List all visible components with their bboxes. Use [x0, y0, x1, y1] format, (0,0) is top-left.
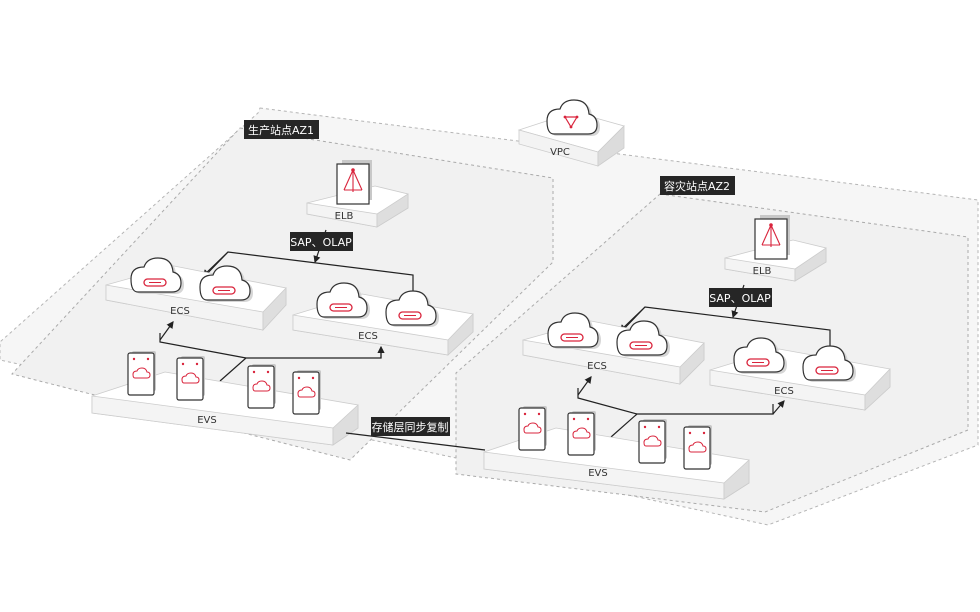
az2-evs-node[interactable]: EVS — [483, 405, 750, 500]
az1-protocol-tag: SAP、OLAP — [290, 232, 353, 251]
az1-ecs-left-node[interactable]: ECS — [105, 257, 287, 332]
az2-title-tag: 容灾站点AZ2 — [660, 176, 735, 195]
svg-text:容灾站点AZ2: 容灾站点AZ2 — [664, 179, 730, 193]
svg-text:存储层同步复制: 存储层同步复制 — [372, 420, 449, 434]
az1-ecs-right-label: ECS — [358, 331, 378, 342]
az1-ecs-right-node[interactable]: ECS — [292, 282, 474, 356]
az2-ecs-right-node[interactable]: ECS — [709, 337, 891, 411]
az1-elb-label: ELB — [335, 211, 354, 222]
disk-volume-icon — [683, 424, 713, 470]
az2-ecs-left-label: ECS — [587, 361, 607, 372]
svg-text:生产站点AZ1: 生产站点AZ1 — [248, 123, 314, 137]
az1-title-tag: 生产站点AZ1 — [244, 120, 319, 139]
svg-text:SAP、OLAP: SAP、OLAP — [709, 292, 771, 305]
disk-volume-icon — [292, 369, 322, 415]
cloud-network-icon — [546, 99, 601, 137]
load-balancer-icon — [754, 214, 791, 260]
az2-ecs-right-label: ECS — [774, 386, 794, 397]
az2-elb-label: ELB — [753, 266, 772, 277]
disk-volume-icon — [247, 363, 277, 409]
az1-evs-label: EVS — [197, 415, 217, 426]
disk-volume-icon — [127, 350, 157, 396]
disk-volume-icon — [567, 410, 597, 456]
svg-text:SAP、OLAP: SAP、OLAP — [290, 236, 352, 249]
az1-ecs-left-label: ECS — [170, 306, 190, 317]
vpc-label: VPC — [550, 147, 570, 158]
az2-evs-label: EVS — [588, 468, 608, 479]
disk-volume-icon — [176, 355, 206, 401]
az2-elb-node[interactable]: ELB — [724, 214, 827, 282]
vpc-node[interactable]: VPC — [517, 99, 625, 167]
disk-volume-icon — [638, 418, 668, 464]
disk-volume-icon — [518, 405, 548, 451]
load-balancer-icon — [336, 159, 373, 205]
az1-evs-node[interactable]: EVS — [91, 350, 359, 446]
az2-ecs-left-node[interactable]: ECS — [522, 312, 705, 385]
sync-replication-tag: 存储层同步复制 — [371, 417, 450, 436]
az2-protocol-tag: SAP、OLAP — [709, 288, 772, 307]
az1-elb-node[interactable]: ELB — [306, 159, 409, 228]
